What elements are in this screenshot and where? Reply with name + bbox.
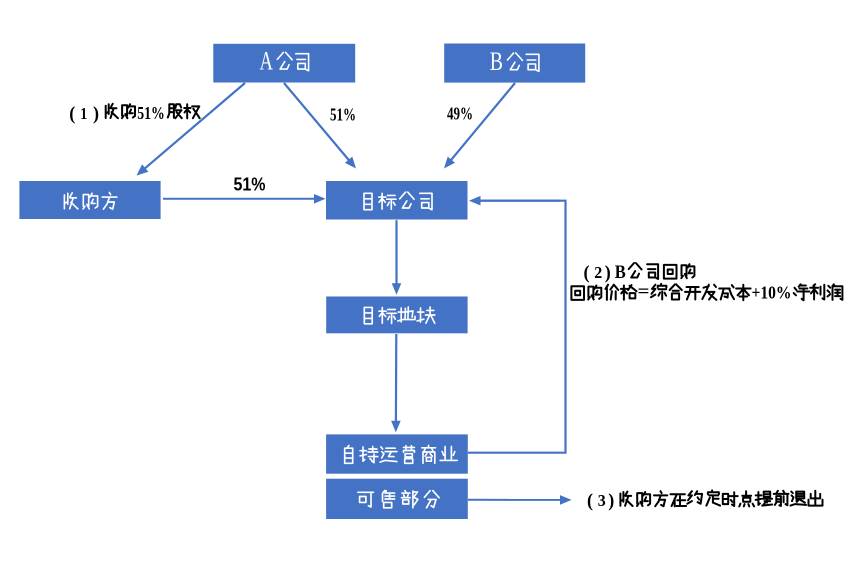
svg-text:49%: 49%	[447, 103, 473, 123]
svg-text:2: 2	[594, 263, 602, 282]
svg-text:A: A	[260, 47, 274, 76]
svg-text:(: (	[587, 491, 593, 512]
svg-text:B: B	[615, 262, 626, 283]
svg-text:): )	[605, 263, 611, 284]
svg-text:51%: 51%	[234, 174, 266, 195]
svg-text:): )	[608, 491, 614, 512]
svg-text:51%: 51%	[137, 103, 165, 123]
svg-text:1: 1	[80, 104, 87, 123]
svg-text:=: =	[638, 281, 650, 301]
svg-text:B: B	[490, 47, 503, 76]
svg-text:+10%: +10%	[752, 283, 792, 303]
svg-text:): )	[93, 104, 99, 125]
svg-text:3: 3	[598, 491, 606, 510]
svg-text:51%: 51%	[330, 105, 356, 125]
svg-text:(: (	[584, 263, 590, 284]
svg-text:(: (	[69, 104, 75, 125]
